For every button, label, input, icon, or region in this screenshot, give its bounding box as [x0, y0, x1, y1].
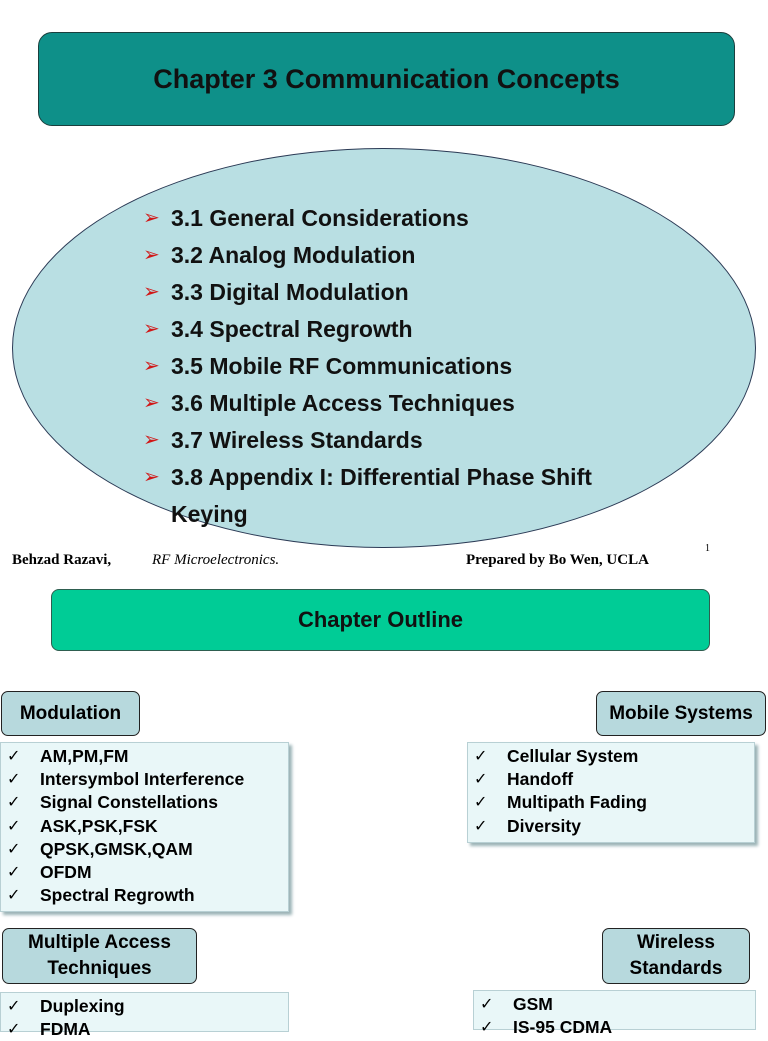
list-item: ✓OFDM — [7, 861, 288, 884]
modulation-tag: Modulation — [1, 691, 140, 736]
arrow-bullet-icon: ➢ — [143, 466, 160, 488]
toc-item: ➢3.3 Digital Modulation — [143, 274, 663, 311]
checkmark-icon: ✓ — [7, 864, 21, 882]
list-item: ✓IS-95 CDMA — [480, 1016, 755, 1039]
arrow-bullet-icon: ➢ — [143, 318, 160, 340]
wireless-standards-list: ✓GSM ✓IS-95 CDMA — [474, 991, 755, 1039]
modulation-list: ✓AM,PM,FM ✓Intersymbol Interference ✓Sig… — [1, 743, 288, 907]
toc-item: ➢3.6 Multiple Access Techniques — [143, 385, 663, 422]
checkmark-icon: ✓ — [480, 996, 494, 1013]
arrow-bullet-icon: ➢ — [143, 244, 160, 266]
list-item: ✓ASK,PSK,FSK — [7, 815, 288, 838]
toc-item: ➢3.8 Appendix I: Differential Phase Shif… — [143, 459, 663, 533]
multiple-access-panel: ✓Duplexing ✓FDMA — [0, 992, 289, 1039]
modulation-panel: ✓AM,PM,FM ✓Intersymbol Interference ✓Sig… — [0, 742, 289, 912]
checkmark-icon: ✓ — [474, 817, 488, 835]
toc-item: ➢3.4 Spectral Regrowth — [143, 311, 663, 348]
mobile-systems-list: ✓Cellular System ✓Handoff ✓Multipath Fad… — [468, 743, 754, 838]
toc-item: ➢3.7 Wireless Standards — [143, 422, 663, 459]
checkmark-icon: ✓ — [7, 887, 21, 905]
arrow-bullet-icon: ➢ — [143, 392, 160, 414]
list-item: ✓Handoff — [474, 768, 754, 791]
wireless-standards-tag: Wireless Standards — [602, 928, 750, 984]
arrow-bullet-icon: ➢ — [143, 355, 160, 377]
list-item: ✓Diversity — [474, 815, 754, 838]
list-item: ✓FDMA — [7, 1018, 288, 1041]
checkmark-icon: ✓ — [480, 1019, 494, 1037]
arrow-bullet-icon: ➢ — [143, 429, 160, 451]
list-item: ✓AM,PM,FM — [7, 745, 288, 768]
chapter-title: Chapter 3 Communication Concepts — [153, 63, 620, 94]
list-item: ✓GSM — [480, 993, 755, 1016]
chapter-title-banner: Chapter 3 Communication Concepts — [38, 32, 735, 126]
list-item: ✓Duplexing — [7, 995, 288, 1018]
footer-author: Behzad Razavi, — [12, 552, 112, 568]
checkmark-icon: ✓ — [7, 771, 21, 789]
page-number: 1 — [705, 543, 710, 554]
arrow-bullet-icon: ➢ — [143, 281, 160, 303]
list-item: ✓QPSK,GMSK,QAM — [7, 838, 288, 861]
mobile-systems-tag: Mobile Systems — [596, 691, 766, 736]
footer-prepared-by: Prepared by Bo Wen, UCLA — [466, 552, 649, 568]
checkmark-icon: ✓ — [7, 817, 21, 835]
wireless-standards-panel: ✓GSM ✓IS-95 CDMA — [473, 990, 756, 1037]
checkmark-icon: ✓ — [474, 794, 488, 812]
checkmark-icon: ✓ — [7, 998, 21, 1015]
chapter-outline-banner: Chapter Outline — [51, 589, 710, 651]
list-item: ✓Multipath Fading — [474, 791, 754, 814]
checkmark-icon: ✓ — [7, 1021, 21, 1039]
toc-item: ➢3.5 Mobile RF Communications — [143, 348, 663, 385]
mobile-systems-panel: ✓Cellular System ✓Handoff ✓Multipath Fad… — [467, 742, 755, 843]
checkmark-icon: ✓ — [474, 748, 488, 765]
checkmark-icon: ✓ — [7, 794, 21, 812]
arrow-bullet-icon: ➢ — [143, 207, 160, 229]
toc-ellipse — [12, 148, 756, 548]
checkmark-icon: ✓ — [7, 748, 21, 765]
outline-title: Chapter Outline — [297, 607, 463, 632]
multiple-access-tag: Multiple Access Techniques — [2, 928, 197, 984]
footer-book-title: RF Microelectronics. — [152, 552, 280, 568]
list-item: ✓Intersymbol Interference — [7, 768, 288, 791]
multiple-access-list: ✓Duplexing ✓FDMA — [1, 993, 288, 1041]
toc-item: ➢3.1 General Considerations — [143, 200, 663, 237]
list-item: ✓Signal Constellations — [7, 791, 288, 814]
list-item: ✓Cellular System — [474, 745, 754, 768]
toc-item: ➢3.2 Analog Modulation — [143, 237, 663, 274]
list-item: ✓Spectral Regrowth — [7, 884, 288, 907]
checkmark-icon: ✓ — [474, 771, 488, 789]
checkmark-icon: ✓ — [7, 840, 21, 858]
table-of-contents: ➢3.1 General Considerations ➢3.2 Analog … — [143, 200, 663, 533]
